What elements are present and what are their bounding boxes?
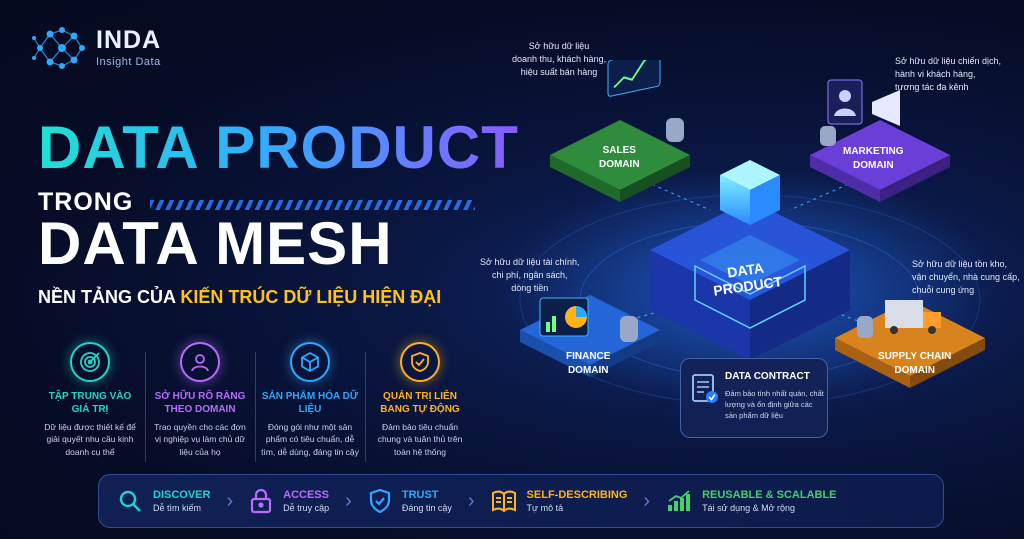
subtitle-prefix: NỀN TẢNG CỦA [38,287,181,307]
brand-name: INDA [96,26,162,54]
bar-item-trust: TRUST Đáng tin cậy [368,488,452,514]
supply-chain-domain-label: SUPPLY CHAIN DOMAIN [878,351,952,376]
finance-domain-note: Sở hữu dữ liệu tài chính, chi phí, ngân … [480,257,580,294]
user-icon [180,342,220,382]
brand-tagline: Insight Data [96,56,161,68]
headline-data-mesh: DATA MESH [38,210,393,277]
pillar-desc: Đảm bảo tiêu chuẩn chung và tuân thủ trê… [377,422,463,457]
pillar-title: SẢN PHẨM HÓA DỮ LIỆU [261,391,359,415]
search-icon [119,490,141,512]
pillar-desc: Đóng gói như một sản phẩm có tiêu chuẩn,… [261,422,359,457]
headline-subtitle: NỀN TẢNG CỦA KIẾN TRÚC DỮ LIỆU HIỆN ĐẠI [38,287,441,308]
pillar-desc: Trao quyền cho các đơn vị nghiệp vụ làm … [154,422,246,457]
chevron-right-icon: › [345,489,352,512]
lock-icon [251,488,272,514]
bar-sub: Dễ truy cập [283,503,330,513]
bar-item-reusable: REUSABLE & SCALABLE Tái sử dụng & Mở rộng [666,489,837,513]
marketing-domain-platform [810,79,950,202]
sales-domain-note: Sở hữu dữ liệu doanh thu, khách hàng, hi… [512,41,607,78]
subtitle-highlight: KIẾN TRÚC DỮ LIỆU HIỆN ĐẠI [180,287,442,307]
pillar-value: TẬP TRUNG VÀO GIÁ TRỊ Dữ liệu được thiết… [35,342,145,458]
data-contract-title: DATA CONTRACT [725,371,810,382]
pillar-desc: Dữ liệu được thiết kế để giải quyết nhu … [44,422,136,457]
pillar-title: QUẢN TRỊ LIÊN BANG TỰ ĐỘNG [380,391,460,415]
network-logo-icon [32,27,85,69]
bar-title: TRUST [401,489,439,501]
data-mesh-diagram [500,60,1000,410]
target-icon [70,342,110,382]
data-contract-card: DATA CONTRACT Đảm bảo tính nhất quán, ch… [680,358,828,438]
headline-trong: TRONG [38,188,134,216]
document-check-icon [692,374,718,403]
pillar-title: TẬP TRUNG VÀO GIÁ TRỊ [48,391,132,415]
bar-sub: Tự mô tả [526,503,564,513]
sales-domain-label: SALES DOMAIN [599,145,640,170]
data-product-core [650,160,850,360]
finance-domain-platform [520,295,660,377]
pillar-ownership: SỞ HỮU RÕ RÀNG THEO DOMAIN Trao quyền ch… [145,342,255,462]
headline-data-product: DATA PRODUCT [38,114,519,181]
growth-chart-icon [668,490,691,511]
pillar-title: SỞ HỮU RÕ RÀNG THEO DOMAIN [154,391,246,415]
decorative-stripes [150,200,475,210]
sales-domain-platform [550,60,690,202]
data-contract-desc: Đảm bảo tính nhất quán, chất lượng và ổn… [725,389,824,420]
supply-chain-domain-note: Sở hữu dữ liệu tồn kho, vận chuyển, nhà … [912,259,1020,296]
shield-check-icon [369,488,390,514]
bar-item-discover: DISCOVER Dễ tìm kiếm [117,488,210,514]
bar-title: ACCESS [283,489,329,501]
pillars: TẬP TRUNG VÀO GIÁ TRỊ Dữ liệu được thiết… [35,342,475,462]
bar-item-self-describing: SELF-DESCRIBING Tự mô tả [491,489,628,513]
bar-title: REUSABLE & SCALABLE [702,489,837,501]
bar-sub: Dễ tìm kiếm [153,503,202,513]
bar-title: SELF-DESCRIBING [526,489,628,501]
shield-check-icon [400,342,440,382]
bar-title: DISCOVER [153,489,211,501]
cube-icon [290,342,330,382]
chevron-right-icon: › [467,489,475,512]
brand: INDA Insight Data [30,24,161,72]
chevron-right-icon: › [643,489,651,512]
bar-sub: Tái sử dụng & Mở rộng [702,503,796,513]
marketing-domain-label: MARKETING DOMAIN [843,146,904,171]
finance-domain-label: FINANCE DOMAIN [566,351,611,376]
marketing-domain-note: Sở hữu dữ liệu chiến dịch, hành vi khách… [895,56,1002,93]
bar-item-access: ACCESS Dễ truy cập [249,488,329,514]
chevron-right-icon: › [226,489,234,512]
book-icon [491,490,516,513]
bar-sub: Đáng tin cậy [401,503,452,513]
pillar-governance: QUẢN TRỊ LIÊN BANG TỰ ĐỘNG Đảm bảo tiêu … [365,342,475,462]
supply-chain-domain-platform [835,300,985,388]
pillar-productize: SẢN PHẨM HÓA DỮ LIỆU Đóng gói như một sả… [255,342,365,462]
